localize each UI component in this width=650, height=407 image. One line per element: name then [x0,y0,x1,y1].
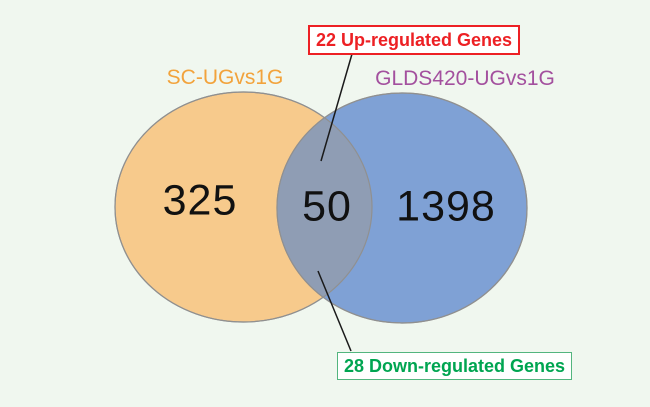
up-regulated-annotation: 22 Up-regulated Genes [308,25,521,55]
right-unique-count: 1398 [396,182,496,231]
right-circle-outline [276,92,528,324]
down-annotation-leader-line [317,270,352,352]
up-annotation-leader-line [320,53,353,162]
left-circle-outline [114,91,373,323]
left-unique-count: 325 [162,176,238,225]
left-set-label: SC-UGvs1G [166,66,284,89]
overlap-count: 50 [302,182,352,231]
overlap-region [277,93,372,322]
down-regulated-annotation: 28 Down-regulated Genes [337,352,573,380]
right-set-label: GLDS420-UGvs1G [375,67,555,90]
